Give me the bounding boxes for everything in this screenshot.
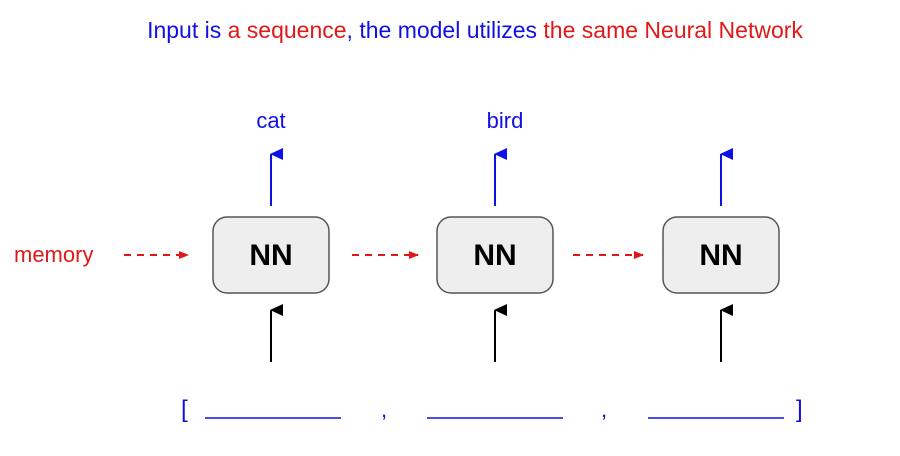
output-label-2: bird: [487, 108, 524, 133]
title-part-2: a sequence: [227, 17, 347, 43]
sequence-open-bracket: [: [181, 396, 188, 423]
nn-node-2: [436, 216, 554, 294]
title-part-1: Input is: [147, 17, 228, 43]
diagram-title: Input is a sequence, the model utilizes …: [0, 14, 900, 46]
title-part-4: the same Neural Network: [543, 17, 803, 43]
nn-node-3-label: NN: [699, 239, 742, 272]
title-part-3: , the model utilizes: [346, 17, 544, 43]
nn-node-1: [212, 216, 330, 294]
sequence-separator-2: ,: [601, 397, 607, 422]
output-label-1: cat: [256, 108, 285, 133]
memory-label: memory: [14, 242, 93, 267]
sequence-separator-1: ,: [381, 397, 387, 422]
sequence-close-bracket: ]: [796, 396, 803, 423]
nn-node-1-label: NN: [249, 239, 292, 272]
nn-node-3: [662, 216, 780, 294]
nn-node-2-label: NN: [473, 239, 516, 272]
